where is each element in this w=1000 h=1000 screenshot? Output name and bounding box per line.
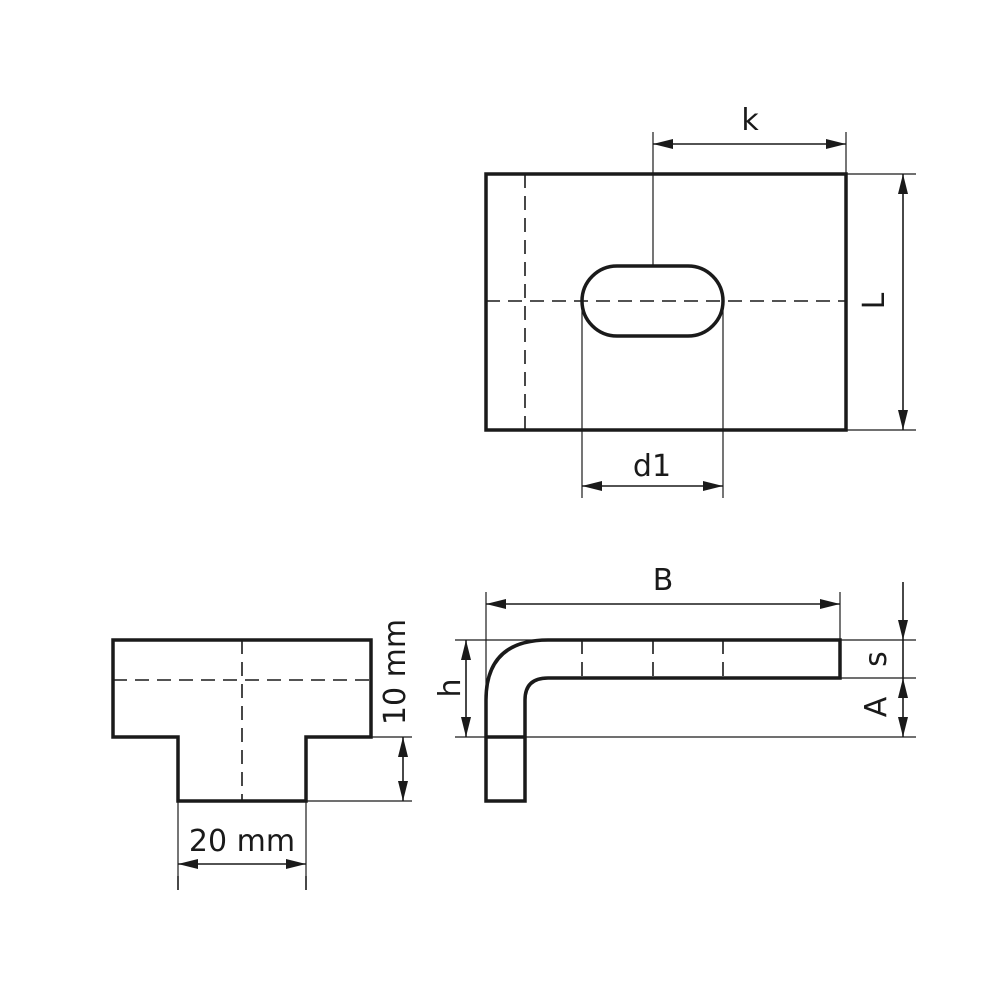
d1-label: d1: [633, 449, 671, 484]
A-label: A: [859, 696, 894, 717]
top-view: k L d1: [484, 103, 916, 498]
k-label: k: [741, 103, 759, 138]
side-view: B h s A: [433, 563, 916, 803]
L-label: L: [857, 292, 892, 309]
bracket-outline: [484, 638, 842, 803]
height-10mm-label: 10 mm: [378, 619, 413, 725]
plate-outline: [484, 172, 848, 432]
slot-outline: [580, 264, 725, 338]
front-view: 10 mm 20 mm: [111, 619, 413, 892]
h-label: h: [433, 678, 468, 697]
width-20mm-label: 20 mm: [189, 824, 295, 859]
B-label: B: [653, 563, 674, 598]
s-label: s: [859, 651, 894, 667]
